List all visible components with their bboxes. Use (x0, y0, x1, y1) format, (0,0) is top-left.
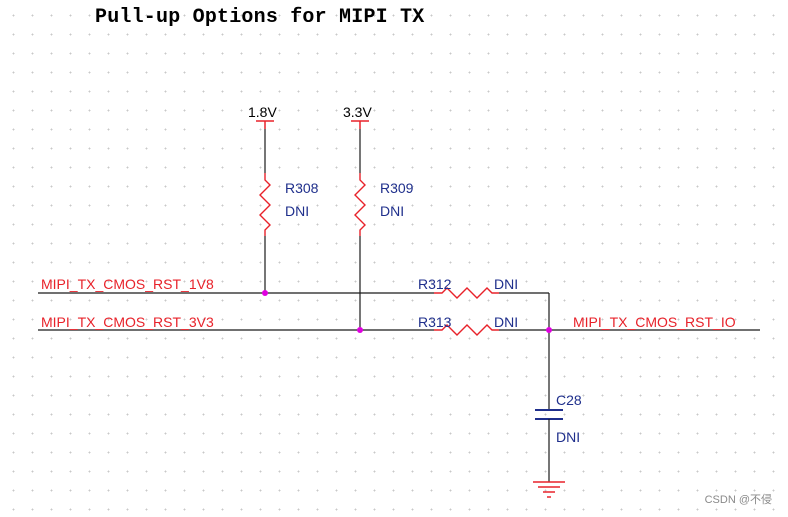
net-label-1v8: MIPI_TX_CMOS_RST_1V8 (41, 276, 214, 292)
c28-value: DNI (556, 429, 581, 445)
resistor-r313 (434, 324, 549, 336)
power-label-3v3: 3.3V (343, 104, 372, 120)
resistor-r312 (434, 287, 550, 330)
schematic-title: Pull-up Options for MIPI TX (95, 6, 425, 29)
net-label-3v3: MIPI_TX_CMOS_RST_3V3 (41, 314, 214, 330)
r312-value: DNI (494, 276, 519, 292)
ground-icon (533, 481, 565, 498)
resistor-r309 (354, 129, 366, 330)
junction-dot-1v8 (262, 290, 268, 296)
r313-ref: R313 (418, 314, 452, 330)
junction-dot-3v3 (357, 327, 363, 333)
watermark: CSDN @不侵 (704, 494, 772, 506)
resistor-r308 (259, 129, 271, 293)
r309-value: DNI (380, 203, 405, 219)
power-symbol-3v3 (351, 120, 369, 129)
capacitor-c28 (535, 330, 563, 482)
r309-ref: R309 (380, 180, 414, 196)
r313-value: DNI (494, 314, 519, 330)
power-symbol-1v8 (256, 120, 274, 129)
r308-value: DNI (285, 203, 310, 219)
c28-ref: C28 (556, 392, 582, 408)
net-label-io: MIPI_TX_CMOS_RST_IO (573, 314, 736, 330)
power-label-1v8: 1.8V (248, 104, 277, 120)
junction-dot-io (546, 327, 552, 333)
r308-ref: R308 (285, 180, 319, 196)
r312-ref: R312 (418, 276, 452, 292)
